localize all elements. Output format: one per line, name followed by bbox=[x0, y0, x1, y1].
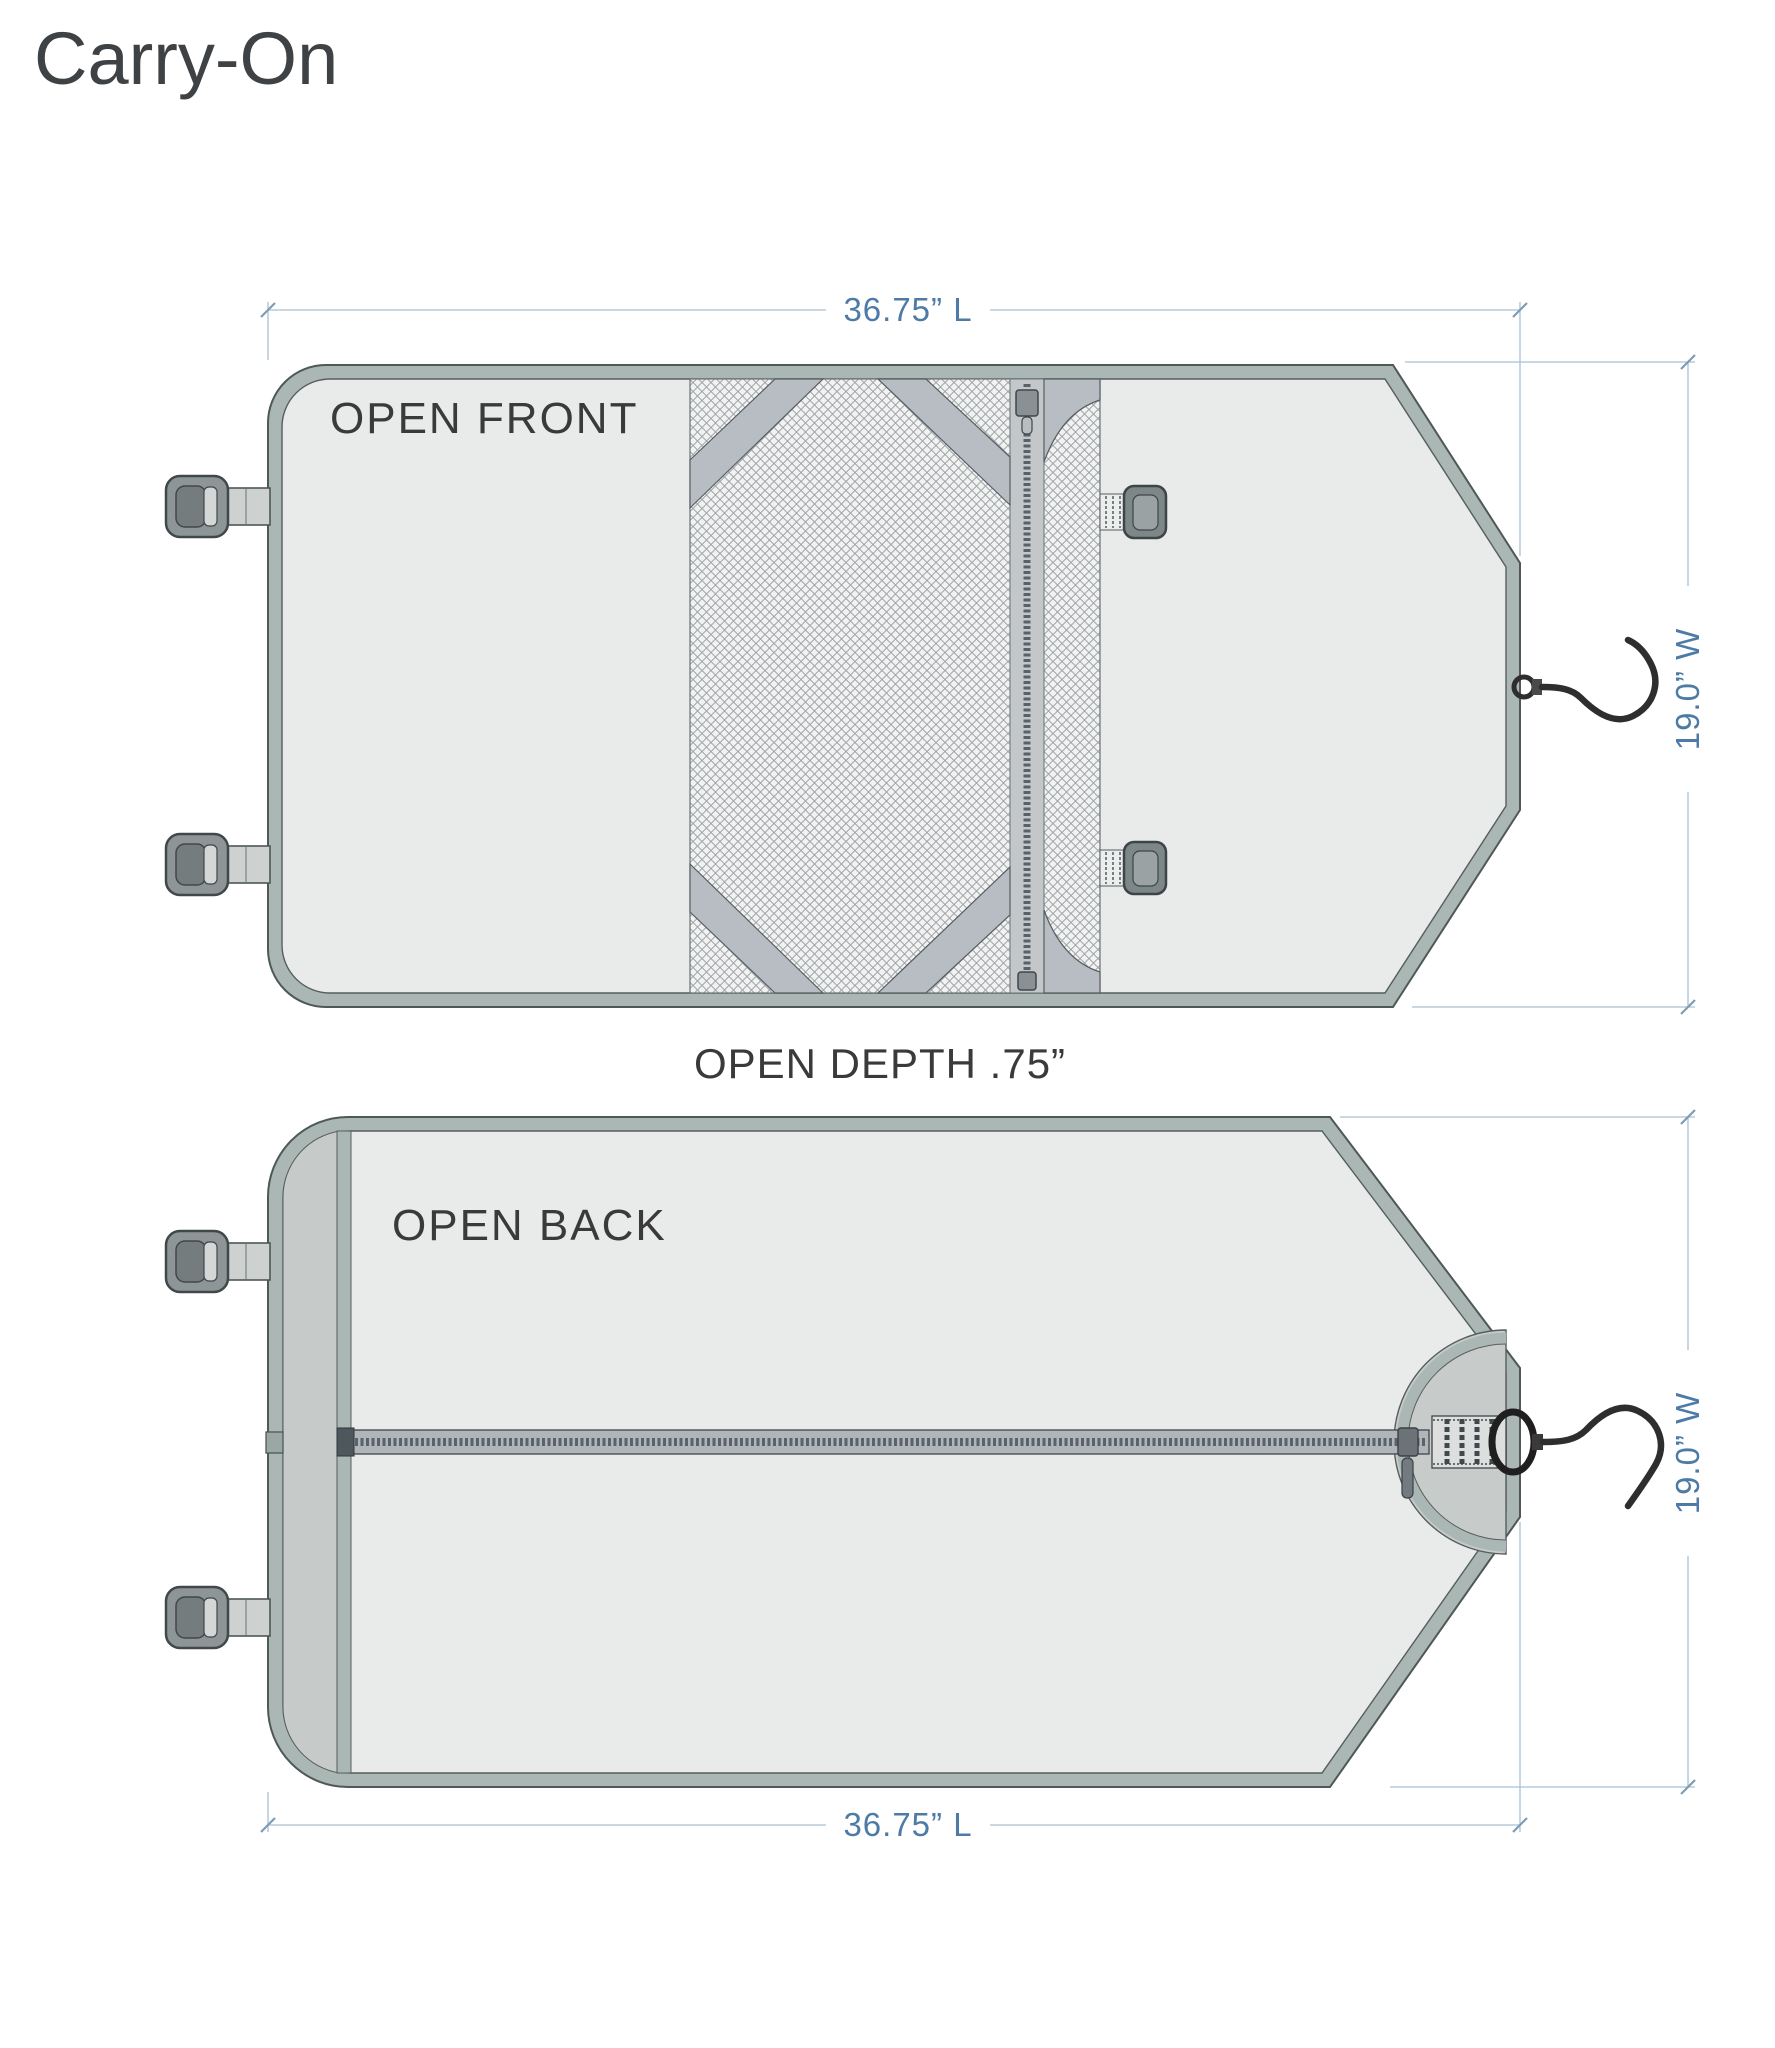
hook-nut bbox=[1532, 679, 1542, 695]
bottom-length-value: 36.75” L bbox=[843, 1806, 972, 1843]
front-strap-lower bbox=[164, 832, 271, 897]
dimension-front-width: 19.0” W bbox=[1405, 354, 1706, 1015]
back-zipper-pull bbox=[1401, 1457, 1414, 1499]
back-zipper-box bbox=[336, 1427, 355, 1457]
back-width-value: 19.0” W bbox=[1669, 1392, 1706, 1515]
dimension-back-width: 19.0” W bbox=[1340, 1109, 1706, 1795]
dimension-top-length: 36.75” L bbox=[260, 291, 1528, 556]
mesh-gusset-right-top bbox=[1043, 378, 1101, 463]
mesh-gusset-top-right bbox=[876, 378, 1011, 507]
extension-lines bbox=[267, 302, 1521, 556]
back-view-label: OPEN BACK bbox=[392, 1201, 667, 1250]
back-zipper-slider bbox=[1397, 1427, 1419, 1457]
mesh-zipper-bottom-stop bbox=[1017, 971, 1037, 991]
dimension-ticks bbox=[1680, 354, 1696, 1015]
top-length-value: 36.75” L bbox=[843, 291, 972, 328]
open-front-view: OPEN FRONT bbox=[164, 364, 1659, 1008]
back-zipper-end-tab bbox=[265, 1431, 284, 1454]
mesh-zipper-tape bbox=[1009, 378, 1045, 994]
dimension-ticks bbox=[1680, 1109, 1696, 1795]
back-hanger-hook bbox=[1539, 1404, 1665, 1510]
mesh-clip-lower bbox=[1099, 840, 1168, 896]
extension-lines bbox=[1405, 361, 1695, 1008]
mesh-gusset-bottom-right bbox=[876, 865, 1011, 994]
mesh-clip-upper bbox=[1099, 484, 1168, 540]
open-depth-label: OPEN DEPTH .75” bbox=[694, 1040, 1066, 1087]
mesh-gusset-top-left bbox=[689, 378, 825, 510]
front-hanger-hook bbox=[1511, 636, 1659, 723]
mesh-zipper-slider bbox=[1015, 389, 1039, 417]
front-strap-upper bbox=[164, 474, 271, 539]
back-strap-upper bbox=[164, 1229, 271, 1294]
back-zipper bbox=[265, 1427, 1430, 1499]
page-title: Carry-On bbox=[34, 17, 339, 100]
front-width-value: 19.0” W bbox=[1669, 628, 1706, 751]
dimension-bottom-length: 36.75” L bbox=[260, 1522, 1528, 1843]
extension-lines bbox=[1340, 1116, 1695, 1788]
mesh-gusset-right-bottom bbox=[1043, 909, 1101, 994]
front-view-label: OPEN FRONT bbox=[330, 394, 638, 443]
dimension-ticks bbox=[260, 1817, 1528, 1833]
dimension-ticks bbox=[260, 302, 1528, 318]
back-hook-nut bbox=[1532, 1434, 1543, 1450]
open-back-view: OPEN BACK bbox=[164, 1116, 1665, 1788]
back-spine-panel bbox=[282, 1130, 341, 1774]
mesh-gusset-bottom-left bbox=[689, 862, 825, 994]
mesh-zipper-pull bbox=[1021, 416, 1033, 435]
hook-curve bbox=[1538, 636, 1659, 723]
back-strap-lower bbox=[164, 1585, 271, 1650]
